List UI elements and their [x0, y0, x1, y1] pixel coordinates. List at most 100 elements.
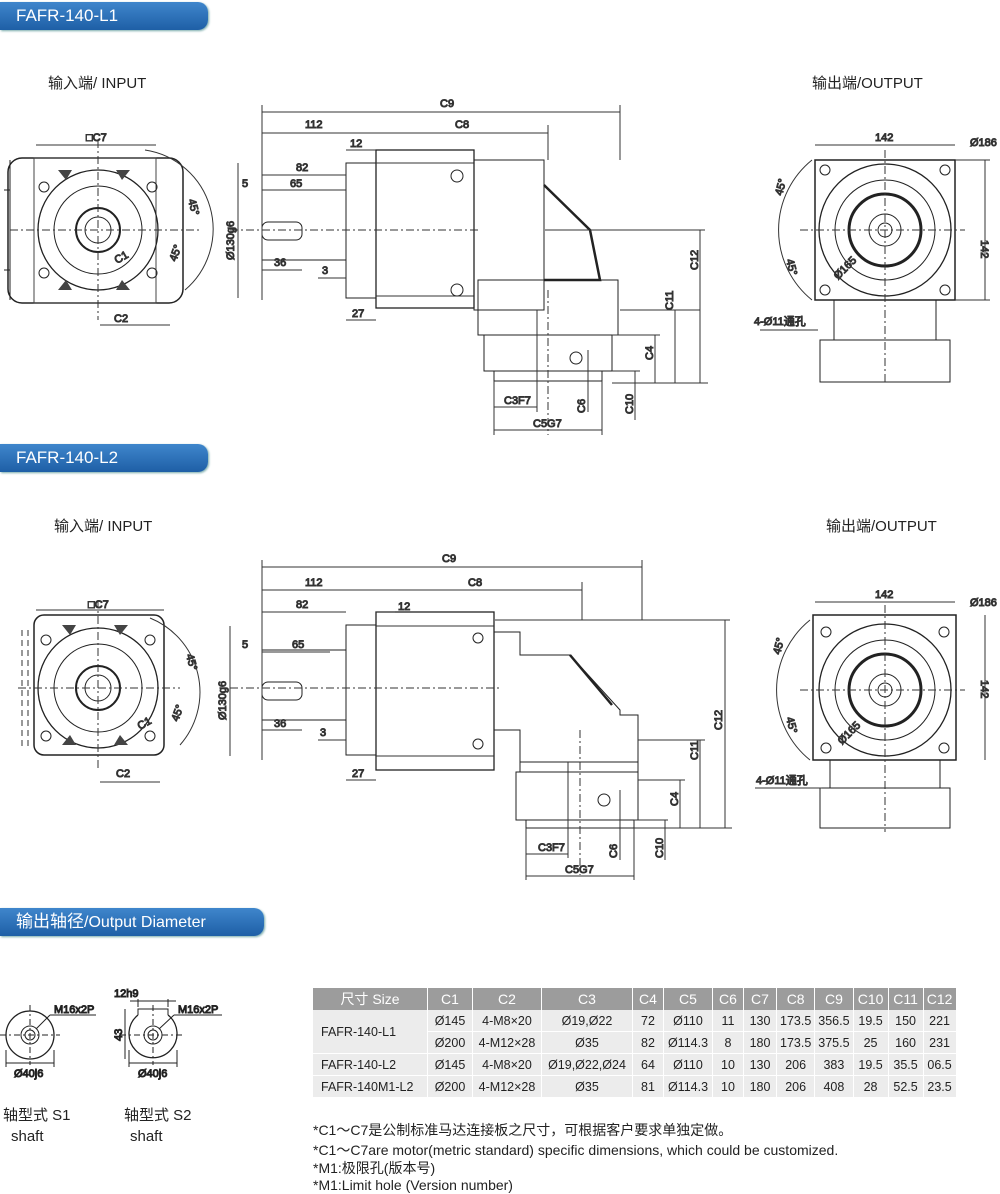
shaft-drawings: M16x2P Ø40j6 12h9 M16x2P 43 Ø40j6: [0, 988, 222, 1081]
col-c5: C5: [663, 988, 713, 1010]
dim-142b-l2: 142: [978, 680, 990, 698]
table-cell: Ø114.3: [663, 1031, 713, 1054]
table-cell: Ø110: [663, 1053, 713, 1076]
s2-label: 轴型式 S2: [124, 1107, 192, 1124]
table-cell: 4-M8×20: [472, 1010, 542, 1032]
table-row: FAFR-140-L2 Ø145 4-M8×20 Ø19,Ø22,Ø24 64 …: [313, 1053, 957, 1076]
note-line-3: *M1:极限孔(版本号): [313, 1160, 436, 1176]
dim-c3-l2: C3F7: [538, 842, 565, 854]
dim-5-l2: 5: [242, 639, 248, 651]
col-size: 尺寸 Size: [313, 988, 428, 1010]
table-cell: 4-M12×28: [472, 1031, 542, 1054]
spec-table: 尺寸 Size C1 C2 C3 C4 C5 C6 C7 C8 C9 C10 C…: [313, 988, 957, 1098]
table-cell: Ø19,Ø22: [541, 1010, 633, 1032]
table-cell: 19.5: [853, 1053, 889, 1076]
table-cell: 11: [712, 1010, 744, 1032]
table-cell: 10: [712, 1075, 744, 1098]
note-line-2: *C1～C7are motor(metric standard) specifi…: [313, 1142, 839, 1158]
dim-c5-l1: C5G7: [533, 418, 562, 430]
table-cell: 28: [853, 1075, 889, 1098]
s2-key: 12h9: [114, 988, 138, 1000]
table-cell: 19.5: [853, 1010, 889, 1032]
table-cell: 231: [923, 1031, 957, 1054]
dim-12-l2: 12: [398, 601, 410, 613]
table-cell: 150: [888, 1010, 924, 1032]
table-cell: 10: [712, 1053, 744, 1076]
dim-c10-l1: C10: [624, 394, 636, 414]
output-title-cn: 输出轴径: [16, 912, 84, 931]
dim-65-l1: 65: [290, 178, 302, 190]
table-cell: 130: [743, 1010, 777, 1032]
table-cell: 8: [712, 1031, 744, 1054]
dim-45a-l2: 45°: [183, 653, 199, 672]
section-title-l1: FAFR-140-L1: [0, 2, 208, 30]
table-cell: 25: [853, 1031, 889, 1054]
table-cell: Ø200: [427, 1075, 473, 1098]
dim-45a-out-l1: 45°: [773, 178, 789, 197]
s2-sub: shaft: [130, 1128, 163, 1145]
l1-input-flange: [4, 140, 214, 320]
table-cell: 206: [776, 1075, 816, 1098]
table-cell: Ø145: [427, 1010, 473, 1032]
table-cell: 64: [632, 1053, 664, 1076]
l2-side-view: [229, 560, 732, 880]
dim-112-l2: 112: [305, 577, 323, 589]
dim-c7-l2: □C7: [88, 599, 109, 611]
col-c12: C12: [923, 988, 957, 1010]
input-view-label-l2: 输入端/ INPUT: [54, 518, 153, 535]
dim-c12-l1: C12: [689, 250, 701, 270]
dim-c2-l2: C2: [116, 768, 130, 780]
table-cell: FAFR-140-L1: [313, 1010, 428, 1054]
table-cell: FAFR-140M1-L2: [313, 1075, 428, 1098]
s2-height: 43: [113, 1029, 125, 1041]
s1-label: 轴型式 S1: [3, 1107, 71, 1124]
output-title-en: /Output Diameter: [84, 914, 206, 931]
col-c6: C6: [712, 988, 744, 1010]
dim-c6-l1: C6: [576, 399, 588, 413]
output-view-label-l1: 输出端/OUTPUT: [812, 75, 923, 92]
dim-d165-l1: Ø165: [832, 255, 860, 283]
dim-c1-l2: C1: [136, 715, 154, 732]
table-cell: 408: [814, 1075, 854, 1098]
s2-dia: Ø40j6: [138, 1068, 167, 1080]
table-cell: 06.5: [923, 1053, 957, 1076]
table-cell: 4-M8×20: [472, 1053, 542, 1076]
s1-thread: M16x2P: [54, 1004, 94, 1016]
table-cell: Ø114.3: [663, 1075, 713, 1098]
table-row: FAFR-140M1-L2 Ø200 4-M12×28 Ø35 81 Ø114.…: [313, 1075, 957, 1098]
dim-d186-l1: Ø186: [970, 137, 997, 149]
input-view-label-l1: 输入端/ INPUT: [48, 75, 147, 92]
table-cell: 206: [776, 1053, 816, 1076]
col-c4: C4: [632, 988, 664, 1010]
col-c7: C7: [743, 988, 777, 1010]
table-cell: Ø35: [541, 1031, 633, 1054]
l2-output-flange: [755, 601, 986, 832]
l1-side-view: [230, 105, 708, 435]
s2-thread: M16x2P: [178, 1004, 218, 1016]
dim-112-l1: 112: [305, 119, 323, 131]
dim-45b-out-l2: 45°: [783, 716, 799, 735]
dim-27-l2: 27: [352, 768, 364, 780]
table-cell: 173.5: [776, 1031, 816, 1054]
shaft-s1: [0, 1005, 96, 1067]
table-cell: 52.5: [888, 1075, 924, 1098]
dim-c11-l1: C11: [664, 291, 676, 310]
table-cell: 4-M12×28: [472, 1075, 542, 1098]
l2-input-flange: [18, 600, 201, 783]
col-c2: C2: [472, 988, 542, 1010]
table-cell: 221: [923, 1010, 957, 1032]
col-c11: C11: [888, 988, 924, 1010]
section-title-output-diameter: 输出轴径/Output Diameter: [0, 908, 264, 936]
l1-output-flange: [760, 144, 990, 385]
table-cell: 130: [743, 1053, 777, 1076]
dim-c11-l2: C11: [689, 741, 701, 760]
table-cell: FAFR-140-L2: [313, 1053, 428, 1076]
dim-12-l1: 12: [350, 138, 362, 150]
dim-c2-l1: C2: [114, 313, 128, 325]
dim-c4-l2: C4: [669, 792, 681, 806]
dim-c12-l2: C12: [713, 710, 725, 730]
table-cell: 82: [632, 1031, 664, 1054]
table-cell: Ø145: [427, 1053, 473, 1076]
dim-45a-l1: 45°: [185, 198, 201, 217]
table-cell: 180: [743, 1031, 777, 1054]
